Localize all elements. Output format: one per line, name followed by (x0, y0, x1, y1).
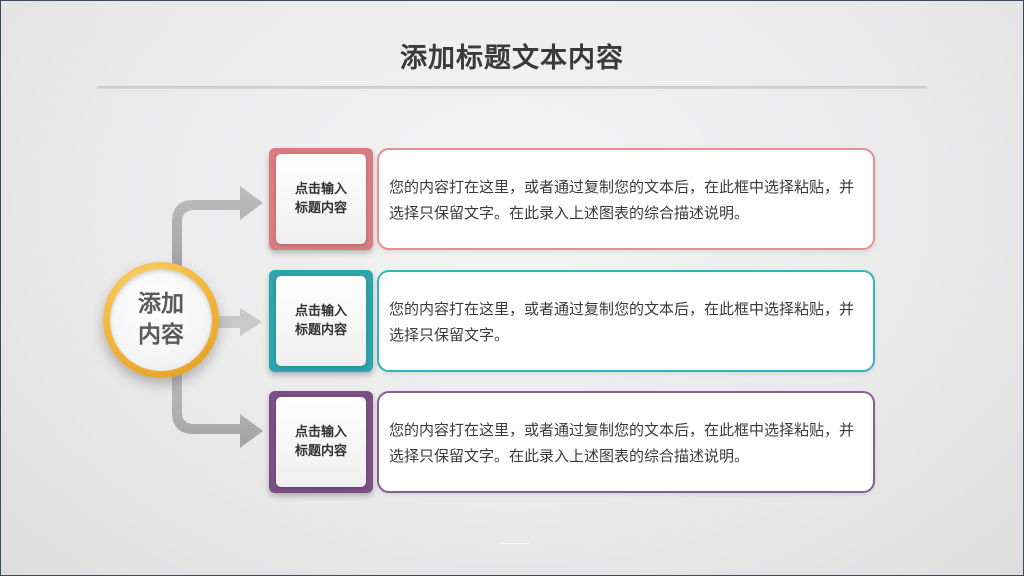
hub-label-line1: 添加 (138, 291, 184, 317)
item-2-content-box[interactable]: 您的内容打在这里，或者通过复制您的文本后，在此框中选择粘贴，并选择只保留文字。 (377, 270, 875, 372)
item-2-text: 您的内容打在这里，或者通过复制您的文本后，在此框中选择粘贴，并选择只保留文字。 (389, 300, 855, 344)
item-3-content-box[interactable]: 您的内容打在这里，或者通过复制您的文本后，在此框中选择粘贴，并选择只保留文字。在… (377, 391, 875, 493)
slide-title: 添加标题文本内容 (400, 43, 624, 74)
item-3-label-line1: 点击输入 (294, 425, 347, 440)
item-1-label-box[interactable]: 点击输入 标题内容 (269, 148, 373, 250)
item-1-label: 点击输入 标题内容 (286, 180, 356, 218)
item-3-label-inner: 点击输入 标题内容 (276, 397, 366, 487)
item-1-content-box[interactable]: 您的内容打在这里，或者通过复制您的文本后，在此框中选择粘贴，并选择只保留文字。在… (377, 148, 875, 250)
item-1-text: 您的内容打在这里，或者通过复制您的文本后，在此框中选择粘贴，并选择只保留文字。在… (389, 178, 855, 222)
item-2-label-line1: 点击输入 (294, 304, 347, 319)
item-3-label-line2: 标题内容 (294, 444, 347, 459)
item-1-label-inner: 点击输入 标题内容 (276, 154, 366, 244)
title-divider (97, 86, 927, 89)
decorative-line (500, 543, 530, 544)
item-2-label: 点击输入 标题内容 (286, 302, 356, 340)
arrow-top (172, 186, 263, 270)
item-3-text: 您的内容打在这里，或者通过复制您的文本后，在此框中选择粘贴，并选择只保留文字。在… (389, 421, 855, 465)
arrow-bottom (172, 372, 263, 448)
hub-label: 添加 内容 (131, 289, 191, 351)
item-1-label-line2: 标题内容 (294, 201, 347, 216)
item-3-label-box[interactable]: 点击输入 标题内容 (269, 391, 373, 493)
item-2-label-inner: 点击输入 标题内容 (276, 276, 366, 366)
item-3-label: 点击输入 标题内容 (286, 423, 356, 461)
hub-circle[interactable]: 添加 内容 (110, 269, 212, 371)
item-2-label-line2: 标题内容 (294, 323, 347, 338)
hub-label-line2: 内容 (138, 322, 184, 348)
item-2-label-box[interactable]: 点击输入 标题内容 (269, 270, 373, 372)
arrow-middle (218, 308, 262, 336)
item-1-label-line1: 点击输入 (294, 182, 347, 197)
